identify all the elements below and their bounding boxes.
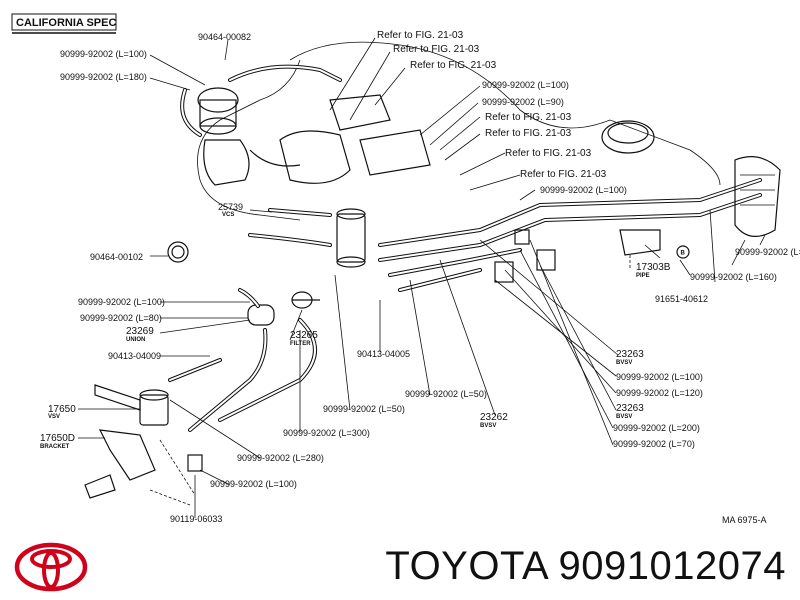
- engine-outline: [289, 41, 721, 186]
- label-hose-l100-right: 90999-92002 (L=100): [540, 185, 627, 195]
- label-25739-sub: VCS: [222, 212, 234, 218]
- label-hose-l100-br: 90999-92002 (L=100): [616, 372, 703, 382]
- label-hose-l70-br: 90999-92002 (L=70): [613, 439, 695, 449]
- label-91651-40612: 91651-40612: [655, 294, 708, 304]
- label-hose-l100-bottom: 90999-92002 (L=100): [210, 479, 297, 489]
- refer-label-1: Refer to FIG. 21-03: [377, 30, 464, 41]
- vacuum-hose-diagram: CALIFORNIA SPEC: [11, 13, 800, 525]
- callout-b: B: [681, 251, 686, 257]
- callout-circle-b: [676, 245, 690, 259]
- refer-label-2: Refer to FIG. 21-03: [393, 44, 480, 55]
- bvsv-valve-a: [494, 261, 514, 283]
- label-hose-l200-br: 90999-92002 (L=200): [613, 423, 700, 433]
- label-hose-l160-right: 90999-92002 (L=160): [735, 247, 800, 257]
- union: [247, 304, 275, 326]
- label-hose-l160-right2: 90999-92002 (L=160): [690, 272, 777, 282]
- label-17650: 17650: [48, 404, 76, 415]
- label-23263-a-sub: BVSV: [616, 360, 632, 366]
- label-hose-l90-mid: 90999-92002 (L=90): [482, 97, 564, 107]
- label-17303b: 17303B: [636, 262, 671, 273]
- label-90464-00102: 90464-00102: [90, 252, 143, 262]
- bracket: [98, 429, 156, 481]
- label-23263-a: 23263: [616, 349, 644, 360]
- label-hose-l100-left: 90999-92002 (L=100): [78, 297, 165, 307]
- label-hose-l180-top: 90999-92002 (L=180): [60, 72, 147, 82]
- label-hose-l280: 90999-92002 (L=280): [237, 453, 324, 463]
- vcs-valve: [336, 213, 366, 263]
- refer-label-5: Refer to FIG. 21-03: [485, 128, 572, 139]
- label-hose-l120-br: 90999-92002 (L=120): [616, 388, 703, 398]
- reservoir-cap: [601, 120, 655, 154]
- label-90413-04009: 90413-04009: [108, 351, 161, 361]
- pipe-bracket: [619, 229, 661, 256]
- figure-code: MA 6975-A: [722, 515, 767, 525]
- label-23262-sub: BVSV: [480, 423, 496, 429]
- label-23269-sub: UNION: [126, 337, 145, 343]
- label-hose-l300: 90999-92002 (L=300): [283, 428, 370, 438]
- title-box: [11, 13, 117, 31]
- label-17303b-sub: PIPE: [636, 273, 650, 279]
- label-90413-04005: 90413-04005: [357, 349, 410, 359]
- label-23262: 23262: [480, 412, 508, 423]
- label-17650d-sub: BRACKET: [40, 444, 70, 450]
- refer-label-4: Refer to FIG. 21-03: [485, 112, 572, 123]
- label-hose-l80-left: 90999-92002 (L=80): [80, 313, 162, 323]
- label-25739: 25739: [218, 202, 243, 212]
- hose-clamp: [167, 241, 189, 263]
- label-90464-00082: 90464-00082: [198, 32, 251, 42]
- intake-manifold: [279, 130, 351, 184]
- label-90119-06033: 90119-06033: [170, 514, 222, 524]
- label-17650d: 17650D: [40, 433, 75, 444]
- refer-label-7: Refer to FIG. 21-03: [520, 169, 607, 180]
- label-23263-b: 23263: [616, 403, 644, 414]
- label-hose-l100-mid: 90999-92002 (L=100): [482, 80, 569, 90]
- refer-label-6: Refer to FIG. 21-03: [505, 148, 592, 159]
- label-17650-sub: VSV: [48, 414, 60, 420]
- brand-bar: TOYOTA 9091012074: [0, 530, 800, 600]
- label-23263-b-sub: BVSV: [616, 414, 632, 420]
- label-hose-l50-b: 90999-92002 (L=50): [405, 389, 487, 399]
- bvsv-valve-b: [536, 249, 556, 271]
- air-valve: [197, 87, 239, 113]
- label-23265: 23265: [290, 330, 318, 341]
- diagram-title: CALIFORNIA SPEC: [16, 17, 116, 29]
- leader-lines: [78, 37, 766, 518]
- screw: [187, 454, 203, 472]
- label-23269: 23269: [126, 326, 154, 337]
- charcoal-canister: [734, 156, 781, 237]
- part-number-title: TOYOTA 9091012074: [385, 544, 786, 588]
- toyota-logo-icon: [14, 542, 88, 592]
- refer-label-3: Refer to FIG. 21-03: [410, 60, 497, 71]
- label-hose-l50-a: 90999-92002 (L=50): [323, 404, 405, 414]
- label-hose-l100-top: 90999-92002 (L=100): [60, 49, 147, 59]
- label-23265-sub: FILTER: [290, 341, 311, 347]
